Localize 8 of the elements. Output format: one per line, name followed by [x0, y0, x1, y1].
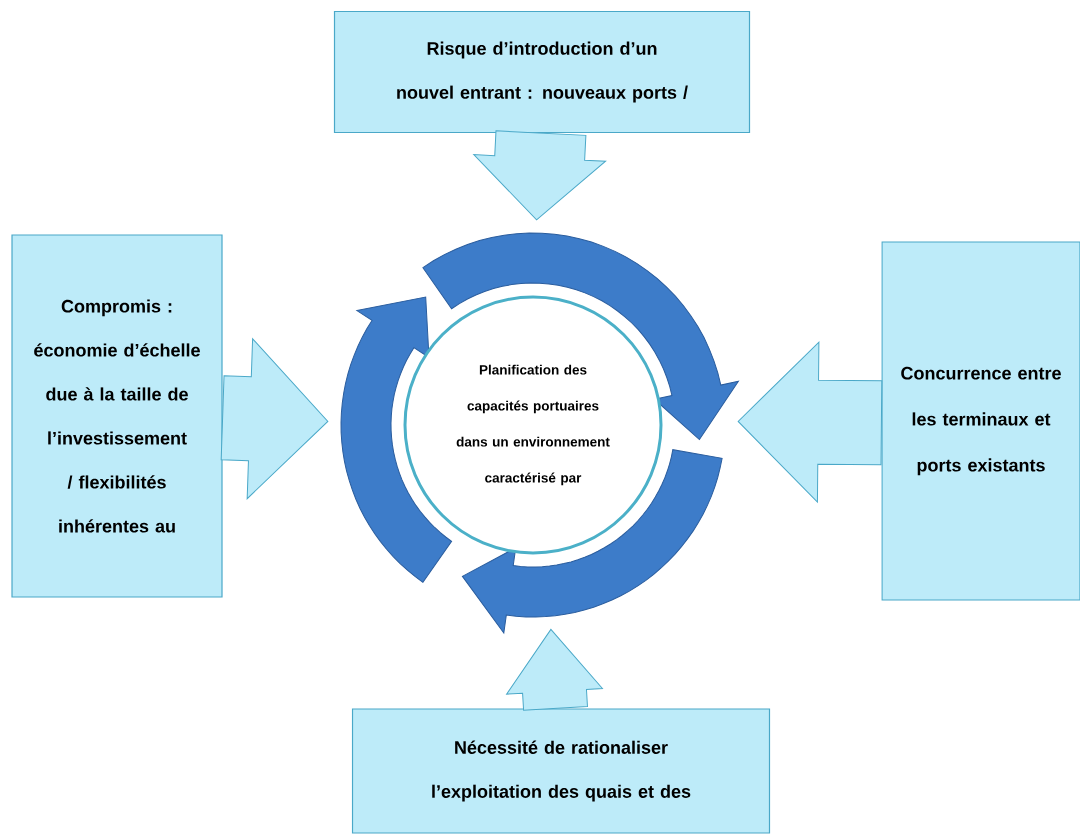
block-arrow: [737, 341, 883, 503]
callout-box: Compromis : économie d’échelle due à la taille de l’investissement / flexibilités inhérentes au: [11, 234, 223, 598]
callout-box: Nécessité de rationaliser l’exploitation des quais et des: [351, 708, 771, 834]
callout-box: Concurrence entre les terminaux et ports existants: [881, 241, 1080, 601]
block-arrow: [220, 338, 329, 500]
block-arrow: [473, 130, 607, 221]
callout-box: Risque d’introduction d’un nouvel entrant : nouveaux ports /: [333, 10, 751, 134]
block-arrow: [506, 628, 603, 711]
